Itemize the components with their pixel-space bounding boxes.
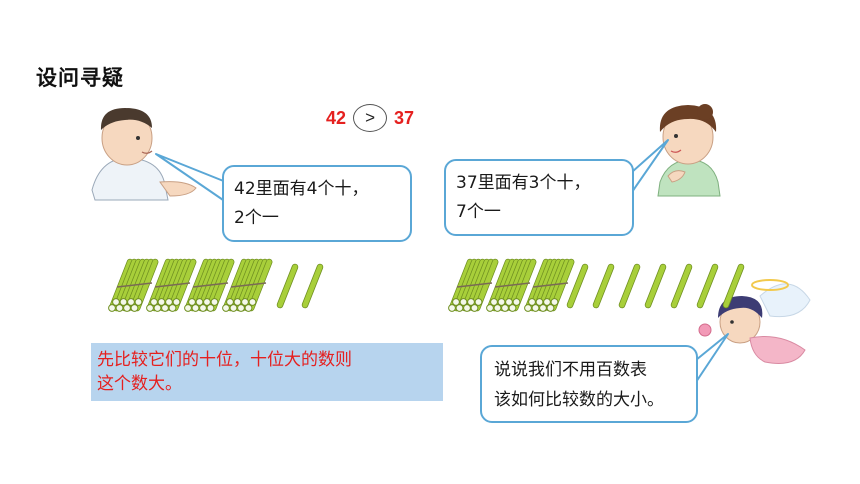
sticks-group-37 xyxy=(448,258,745,312)
stick-bundle-of-ten xyxy=(486,258,537,312)
left-number: 42 xyxy=(326,107,347,128)
girl-bubble-line-1: 37里面有3个十， xyxy=(456,173,591,193)
girl-bubble-line-2: 7个一 xyxy=(456,202,501,222)
stick-bundle-of-ten xyxy=(184,258,235,312)
fairy-bubble-line-2: 该如何比较数的大小。 xyxy=(494,390,664,410)
stick-bundle-of-ten xyxy=(222,258,273,312)
single-stick-fill xyxy=(567,264,588,308)
stick-bundle-of-ten xyxy=(524,258,575,312)
girl-speech-bubble: 37里面有3个十， 7个一 xyxy=(444,159,634,236)
page-title: 设问寻疑 xyxy=(36,66,124,90)
sticks-group-42 xyxy=(108,258,324,312)
comparison-operator: > xyxy=(353,104,388,132)
boy-bubble-tail xyxy=(155,153,227,203)
girl-illustration xyxy=(657,104,721,197)
boy-bubble-line-1: 42里面有4个十， xyxy=(234,179,369,199)
single-stick-fill xyxy=(645,264,666,308)
rule-note-box: 先比较它们的十位，十位大的数则 这个数大。 xyxy=(91,343,443,401)
single-stick-fill xyxy=(277,264,298,308)
single-stick-fill xyxy=(302,264,323,308)
fairy-speech-bubble: 说说我们不用百数表 该如何比较数的大小。 xyxy=(480,345,698,423)
single-stick-fill xyxy=(723,264,744,308)
boy-speech-bubble: 42里面有4个十， 2个一 xyxy=(222,165,412,242)
single-stick-fill xyxy=(593,264,614,308)
girl-bubble-tail xyxy=(631,139,669,193)
single-stick-fill xyxy=(697,264,718,308)
stick-bundle-of-ten xyxy=(108,258,159,312)
boy-illustration xyxy=(91,108,197,201)
boy-bubble-line-2: 2个一 xyxy=(234,208,279,228)
stick-bundle-of-ten xyxy=(146,258,197,312)
fairy-bubble-line-1: 说说我们不用百数表 xyxy=(494,360,647,380)
fairy-bubble-tail xyxy=(695,333,729,383)
single-stick-fill xyxy=(671,264,692,308)
stick-bundle-of-ten xyxy=(448,258,499,312)
rule-note-line-1: 先比较它们的十位，十位大的数则 xyxy=(97,350,352,370)
number-comparison: 42 > 37 xyxy=(326,103,414,133)
rule-note-line-2: 这个数大。 xyxy=(97,374,182,394)
single-stick-fill xyxy=(619,264,640,308)
right-number: 37 xyxy=(394,107,415,128)
